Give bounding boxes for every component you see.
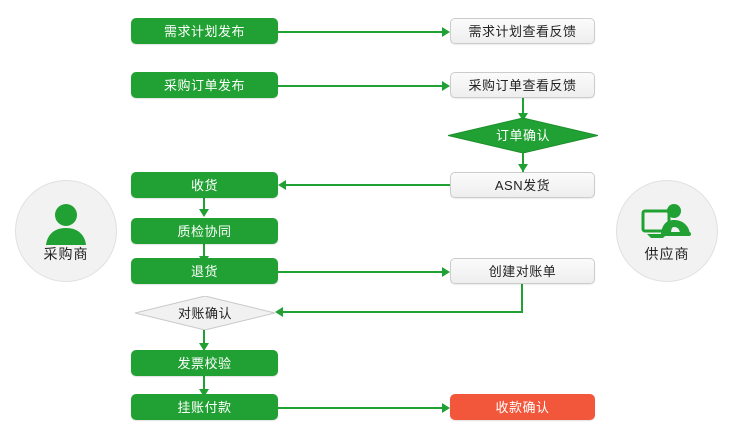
node-label: 对账确认 [177, 305, 232, 321]
node-receive-goods[interactable]: 收货 [131, 172, 278, 198]
node-order-confirm[interactable]: 订单确认 [448, 118, 598, 153]
edge-order-confirm-to-asn [522, 152, 524, 172]
edge-asn-to-receive [286, 184, 450, 186]
node-label: 退货 [190, 263, 218, 279]
node-payment-posting[interactable]: 挂账付款 [131, 394, 278, 420]
arrow-order-confirm-to-asn [518, 164, 528, 172]
node-label: 创建对账单 [488, 263, 557, 279]
node-label: 订单确认 [495, 128, 550, 143]
actor-buyer[interactable]: 采购商 [15, 180, 117, 282]
node-label: 采购订单查看反馈 [468, 77, 577, 93]
node-label: ASN发货 [494, 177, 551, 193]
node-label: 发票校验 [177, 355, 232, 371]
arrow-demand-plan [442, 27, 450, 37]
node-label: 质检协同 [177, 223, 232, 239]
node-label: 需求计划查看反馈 [468, 23, 577, 39]
edge-statement-down [521, 284, 523, 312]
edge-quality-to-return [203, 244, 205, 262]
node-receipt-confirm[interactable]: 收款确认 [450, 394, 595, 420]
node-label: 需求计划发布 [163, 23, 245, 39]
node-create-statement[interactable]: 创建对账单 [450, 258, 595, 284]
node-demand-plan-feedback[interactable]: 需求计划查看反馈 [450, 18, 595, 44]
person-icon [40, 201, 92, 245]
edge-confirm-to-invoice [203, 330, 205, 348]
arrow-confirm-to-invoice [199, 343, 209, 351]
node-quality-collaboration[interactable]: 质检协同 [131, 218, 278, 244]
diamond-shape-icon [135, 296, 275, 330]
arrow-receive-to-quality [199, 209, 209, 217]
actor-supplier[interactable]: 供应商 [616, 180, 718, 282]
edge-purchase-order [278, 85, 442, 87]
node-statement-confirm[interactable]: 对账确认 [135, 296, 275, 330]
edge-demand-plan [278, 31, 442, 33]
edge-invoice-to-payment [203, 376, 205, 394]
node-return-goods[interactable]: 退货 [131, 258, 278, 284]
arrow-purchase-order [442, 81, 450, 91]
node-label: 收货 [190, 177, 218, 193]
node-label: 挂账付款 [177, 399, 232, 415]
actor-label: 供应商 [644, 246, 690, 262]
node-asn-shipment[interactable]: ASN发货 [450, 172, 595, 198]
person-at-computer-icon [641, 201, 693, 245]
edge-receive-to-quality [203, 197, 205, 215]
actor-label: 采购商 [43, 246, 89, 262]
arrow-return-to-statement [442, 267, 450, 277]
arrow-po-feedback-to-order-confirm [518, 113, 528, 121]
node-purchase-order-publish[interactable]: 采购订单发布 [131, 72, 278, 98]
arrow-payment-to-receipt [442, 403, 450, 413]
node-label: 采购订单发布 [163, 77, 245, 93]
edge-statement-to-confirm [283, 311, 523, 313]
arrow-statement-to-confirm [275, 307, 283, 317]
node-purchase-order-feedback[interactable]: 采购订单查看反馈 [450, 72, 595, 98]
arrow-invoice-to-payment [199, 389, 209, 397]
edge-po-feedback-to-order-confirm [522, 98, 524, 118]
edge-return-to-statement [278, 271, 442, 273]
edge-payment-to-receipt [278, 407, 442, 409]
node-label: 收款确认 [495, 399, 550, 415]
diamond-shape-icon [448, 118, 598, 153]
node-invoice-check[interactable]: 发票校验 [131, 350, 278, 376]
node-demand-plan-publish[interactable]: 需求计划发布 [131, 18, 278, 44]
arrow-asn-to-receive [278, 180, 286, 190]
